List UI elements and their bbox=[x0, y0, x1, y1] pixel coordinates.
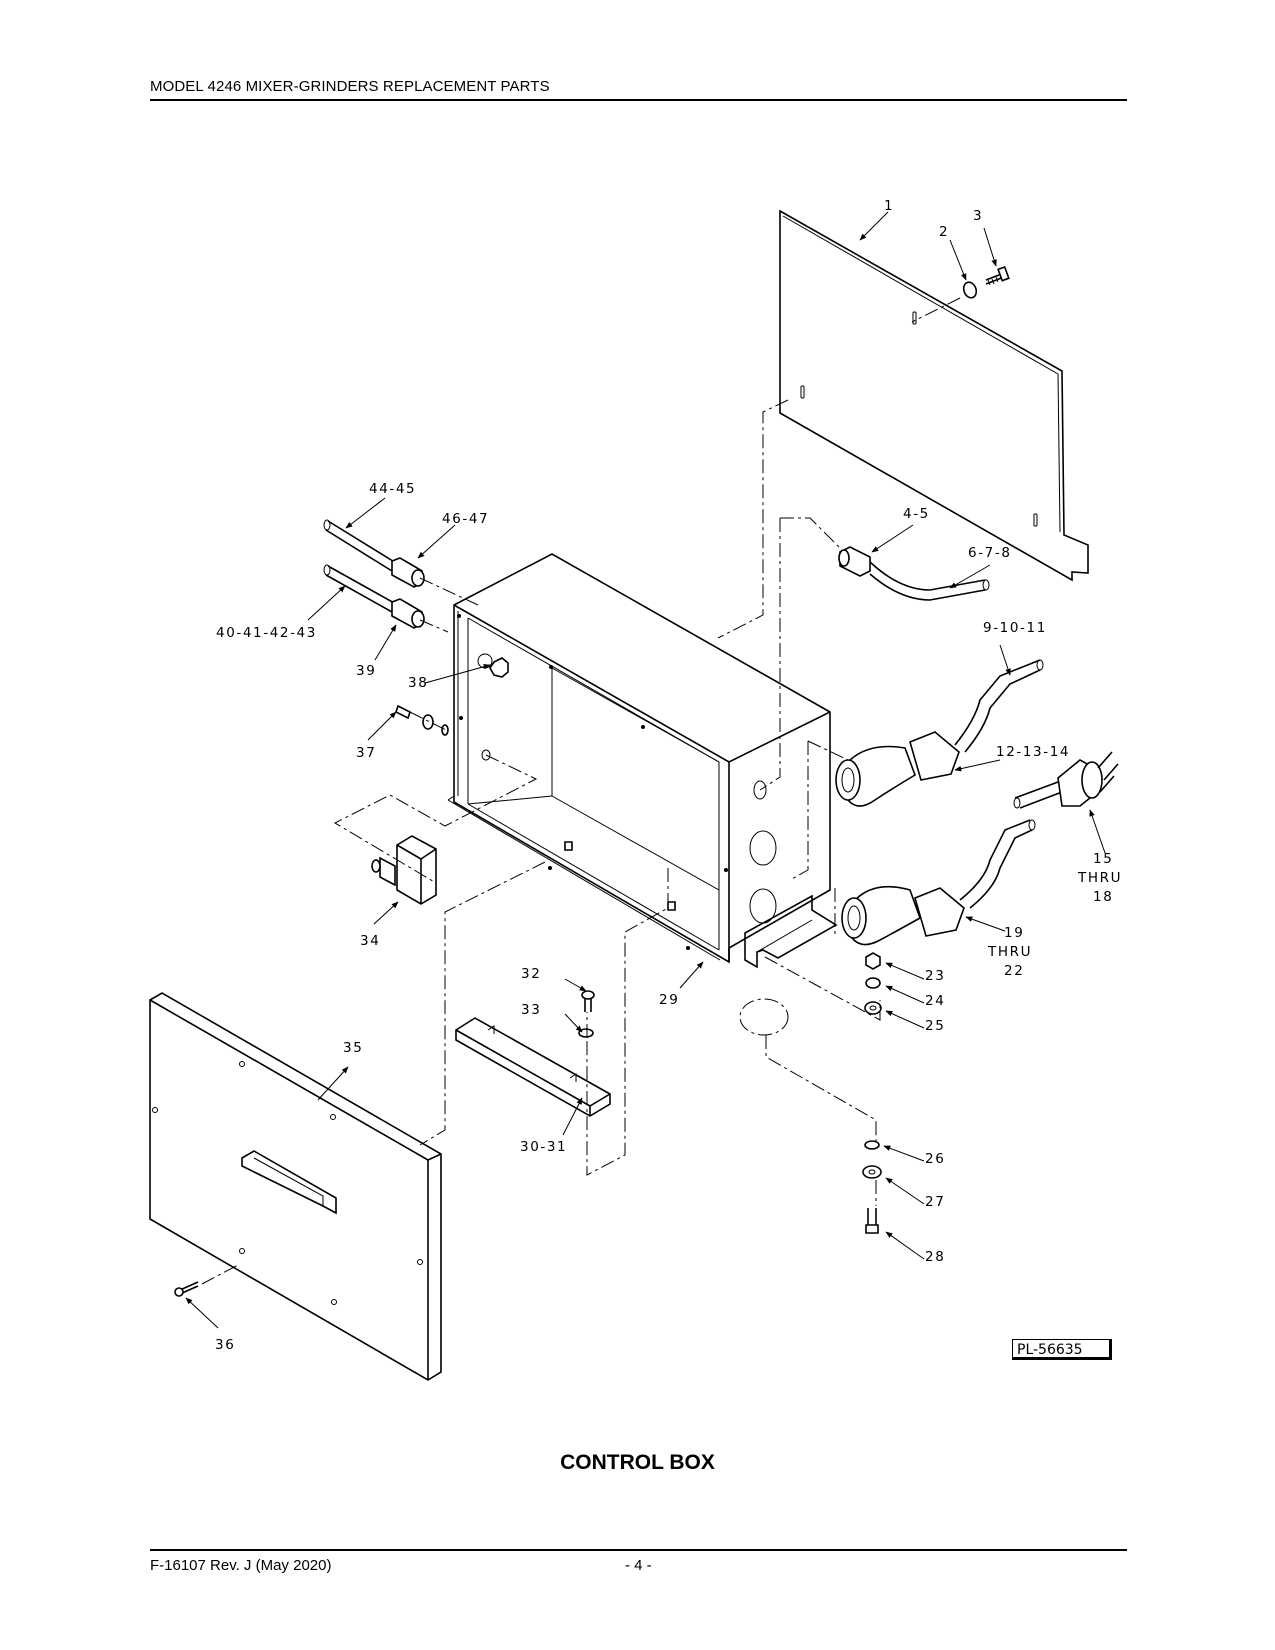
callout-30-31: 30-31 bbox=[520, 1139, 567, 1155]
upper-elbow-cable-part bbox=[835, 659, 1044, 807]
callout-19: 19 bbox=[1004, 925, 1024, 941]
footer-page-number: - 4 - bbox=[625, 1557, 652, 1574]
header-rule bbox=[150, 99, 1127, 101]
nut-part bbox=[962, 281, 978, 299]
top-connector-part bbox=[838, 546, 990, 601]
callout-28: 28 bbox=[925, 1249, 945, 1265]
flat-washer-part bbox=[864, 1001, 882, 1015]
callout-3: 3 bbox=[973, 208, 983, 224]
front-cover-screw-part bbox=[174, 1281, 199, 1297]
front-cover-part bbox=[149, 992, 442, 1381]
callout-39: 39 bbox=[356, 663, 376, 679]
screw-part bbox=[985, 265, 1010, 286]
footer-rule bbox=[150, 1549, 1127, 1551]
callout-36: 36 bbox=[215, 1337, 235, 1353]
callout-35: 35 bbox=[343, 1040, 363, 1056]
callout-34: 34 bbox=[360, 933, 380, 949]
hex-nut-part bbox=[865, 952, 881, 970]
upper-fitting-part bbox=[391, 557, 425, 588]
control-box-housing-part bbox=[447, 553, 838, 969]
callout-38: 38 bbox=[408, 675, 428, 691]
callout-29: 29 bbox=[659, 992, 679, 1008]
assembly-centerlines bbox=[333, 399, 881, 1206]
callout-15-18: 18 bbox=[1093, 889, 1113, 905]
lower-bolt-part bbox=[865, 1208, 879, 1234]
callout-19-22: 22 bbox=[1004, 963, 1024, 979]
diagram-caption: CONTROL BOX bbox=[560, 1451, 715, 1474]
callout-6-7-8: 6-7-8 bbox=[968, 545, 1012, 561]
callout-19-thru: THRU bbox=[987, 944, 1032, 960]
lower-elbow-cable-part bbox=[841, 819, 1036, 946]
callout-leaders bbox=[185, 211, 1106, 1329]
page-header-title: MODEL 4246 MIXER-GRINDERS REPLACEMENT PA… bbox=[150, 78, 550, 95]
lower-lock-washer-part bbox=[864, 1140, 880, 1150]
callout-2: 2 bbox=[939, 224, 949, 240]
callout-46-47: 46-47 bbox=[442, 511, 489, 527]
bracket-washer-part bbox=[578, 1028, 594, 1038]
callout-25: 25 bbox=[925, 1018, 945, 1034]
callout-27: 27 bbox=[925, 1194, 945, 1210]
callout-44-45: 44-45 bbox=[369, 481, 416, 497]
callout-33: 33 bbox=[521, 1002, 541, 1018]
power-plug-part bbox=[1013, 751, 1119, 809]
upper-cable-part bbox=[323, 519, 397, 572]
callout-15-thru: THRU bbox=[1077, 870, 1122, 886]
bracket-screw-part bbox=[581, 990, 595, 1012]
callout-32: 32 bbox=[521, 966, 541, 982]
callout-labels: 1 2 3 4-5 6-7-8 9-10-11 12-13-14 15 THRU… bbox=[215, 198, 1122, 1353]
callout-12-13-14: 12-13-14 bbox=[996, 744, 1070, 760]
callout-4-5: 4-5 bbox=[903, 506, 930, 522]
callout-15: 15 bbox=[1093, 851, 1113, 867]
lower-cable-part bbox=[323, 564, 397, 613]
back-panel-part bbox=[779, 209, 1089, 582]
callout-37: 37 bbox=[356, 745, 376, 761]
drawing-reference-code: PL-56635 bbox=[1012, 1339, 1112, 1360]
callout-40-41-42-43: 40-41-42-43 bbox=[216, 625, 317, 641]
callout-1: 1 bbox=[884, 198, 894, 214]
footer-document-revision: F-16107 Rev. J (May 2020) bbox=[150, 1557, 332, 1574]
lock-washer-part bbox=[865, 977, 881, 989]
switch-part bbox=[371, 835, 437, 905]
callout-26: 26 bbox=[925, 1151, 945, 1167]
callout-9-10-11: 9-10-11 bbox=[983, 620, 1047, 636]
callout-24: 24 bbox=[925, 993, 945, 1009]
plug-part bbox=[395, 704, 449, 736]
lower-fitting-part bbox=[391, 598, 425, 629]
knockout-plug-part bbox=[489, 657, 509, 678]
mounting-bracket-part bbox=[455, 1017, 611, 1117]
lower-flat-washer-part bbox=[862, 1165, 882, 1179]
callout-23: 23 bbox=[925, 968, 945, 984]
